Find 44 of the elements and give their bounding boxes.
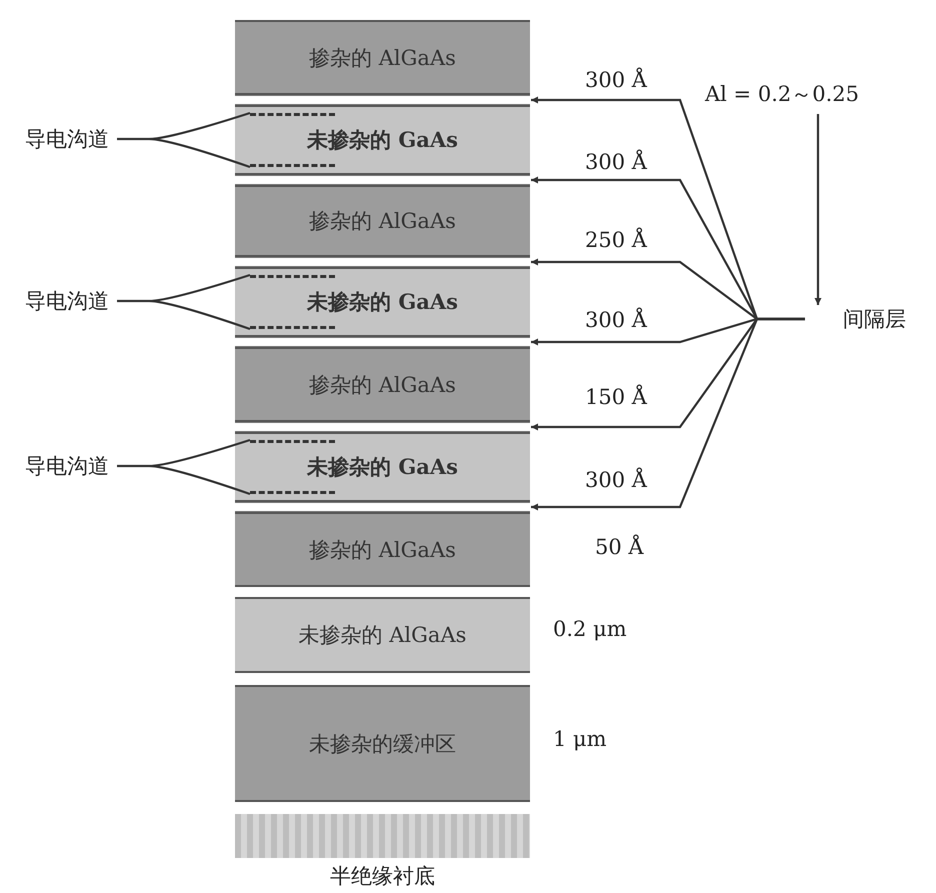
composition-note: Al = 0.2～0.25 [705,80,859,108]
layer-label: 半绝缘衬底 [329,863,436,890]
leader-line [116,438,252,496]
leader-line [116,112,252,168]
thickness-label: 250 Å [585,228,647,252]
layer-label: 未掺杂的 GaAs [307,126,458,154]
thickness-label: 1 μm [553,727,607,751]
callout-label: 导电沟道 [25,125,109,153]
layer-label: 掺杂的 AlGaAs [309,208,456,235]
thickness-label: 50 Å [595,535,644,559]
semiconductor-layer [235,105,530,175]
spacer-layer [235,95,530,105]
thickness-label: 300 Å [585,468,647,492]
thickness-label: 300 Å [585,150,647,174]
arrow [531,318,805,510]
layer-label: 未掺杂的缓冲区 [309,730,456,758]
callout-label: 间隔层 [805,305,906,333]
semiconductor-layer [235,20,530,95]
layer-label: 掺杂的 AlGaAs [309,536,456,564]
semiconductor-layer [235,597,530,673]
thickness-label: 300 Å [585,308,647,332]
spacer-layer [235,422,530,432]
semiconductor-layer [235,432,530,502]
thickness-label: 0.2 μm [553,617,627,641]
semiconductor-layer [235,185,530,257]
thickness-label: 300 Å [585,68,647,92]
semiconductor-layer [235,267,530,337]
callout-label: 导电沟道 [25,452,109,480]
thickness-label: 150 Å [585,385,647,409]
layer-label: 未掺杂的 GaAs [307,288,458,316]
layer-label: 掺杂的 AlGaAs [309,44,456,72]
callout-label: 导电沟道 [25,287,109,315]
semiconductor-layer [235,685,530,802]
semiconductor-layer [235,347,530,422]
arrow [814,114,822,305]
spacer-layer [235,337,530,347]
spacer-layer [235,175,530,185]
layer-label: 掺杂的 AlGaAs [309,372,456,398]
semiconductor-layer [235,512,530,587]
layer-label: 未掺杂的 GaAs [307,453,458,481]
leader-line [116,274,252,330]
spacer-layer [235,257,530,267]
spacer-layer [235,502,530,512]
layer-label: 未掺杂的 AlGaAs [298,622,466,649]
